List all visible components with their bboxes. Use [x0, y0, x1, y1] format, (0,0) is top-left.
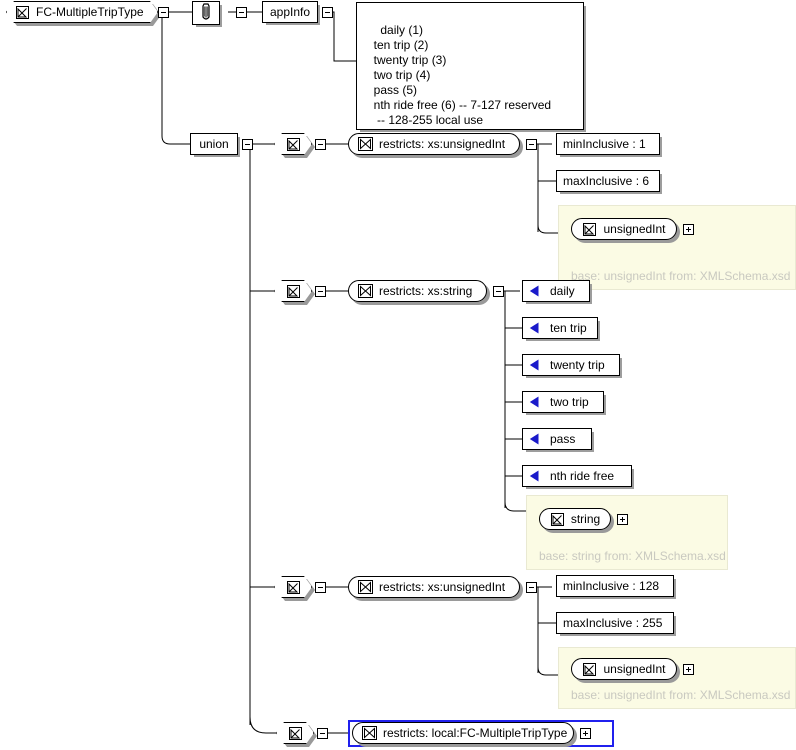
enumeration-arrow-icon: [529, 433, 540, 445]
simple-type-icon: [550, 512, 565, 527]
branch-1-restricts-expander[interactable]: [493, 286, 504, 297]
base-type-label: unsignedInt: [603, 222, 666, 236]
base-type-expander[interactable]: [683, 664, 694, 675]
union-label: union: [199, 137, 229, 151]
base-type-expander[interactable]: [617, 514, 628, 525]
enumeration-arrow-icon: [529, 396, 540, 408]
simple-type-icon: [582, 662, 597, 677]
enum-label: ten trip: [550, 321, 587, 335]
simple-type-icon: [288, 726, 303, 741]
restricts-icon: [362, 726, 377, 740]
restricts-icon: [358, 137, 373, 151]
enum-pass[interactable]: pass: [522, 428, 592, 450]
root-label: FC-MultipleTripType: [36, 5, 144, 19]
branch-0-base-panel: unsignedInt base: unsignedInt from: XMLS…: [558, 205, 796, 290]
annotation-icon: [198, 3, 214, 23]
base-type-node[interactable]: string: [539, 508, 614, 533]
annotation-expander[interactable]: [236, 7, 247, 18]
facet-label: minInclusive : 1: [563, 137, 646, 151]
base-type-source-text: base: unsignedInt from: XMLSchema.xsd: [571, 269, 791, 283]
enum-label: two trip: [550, 395, 589, 409]
base-type-label: unsignedInt: [603, 662, 666, 676]
branch-3-restricts-expander[interactable]: [580, 728, 591, 739]
enum-nth-ride-free[interactable]: nth ride free: [522, 465, 632, 487]
root-simpletype-node[interactable]: FC-MultipleTripType: [6, 1, 158, 23]
facet-mininclusive[interactable]: minInclusive : 1: [556, 133, 660, 155]
facet-maxinclusive[interactable]: maxInclusive : 255: [556, 612, 674, 634]
branch-0-restricts-expander[interactable]: [526, 139, 537, 150]
enum-twenty-trip[interactable]: twenty trip: [522, 354, 620, 376]
enumeration-arrow-icon: [529, 470, 540, 482]
branch-3-simpletype-node[interactable]: [276, 722, 314, 744]
enum-label: pass: [550, 432, 576, 446]
base-type-label: string: [570, 512, 601, 526]
branch-2-expander[interactable]: [315, 582, 326, 593]
base-type-expander[interactable]: [683, 224, 694, 235]
simple-type-icon: [286, 580, 301, 595]
branch-1-expander[interactable]: [315, 286, 326, 297]
branch-0-restricts-node[interactable]: restricts: xs:unsignedInt: [348, 133, 523, 158]
appinfo-node[interactable]: appInfo: [262, 1, 318, 23]
base-type-node[interactable]: unsignedInt: [571, 658, 680, 683]
base-type-node[interactable]: unsignedInt: [571, 218, 680, 243]
enum-ten-trip[interactable]: ten trip: [522, 317, 598, 339]
branch-3-restricts-label: restricts: local:FC-MultipleTripType: [383, 726, 568, 740]
branch-0-expander[interactable]: [315, 139, 326, 150]
union-node[interactable]: union: [190, 133, 238, 155]
enumeration-arrow-icon: [529, 285, 540, 297]
enum-two-trip[interactable]: two trip: [522, 391, 604, 413]
branch-0-simpletype-node[interactable]: [274, 133, 312, 155]
branch-2-base-panel: unsignedInt base: unsignedInt from: XMLS…: [558, 647, 796, 709]
branch-1-base-panel: string base: string from: XMLSchema.xsd: [526, 495, 728, 570]
annotation-node[interactable]: [192, 1, 220, 25]
branch-3-restricts-node[interactable]: restricts: local:FC-MultipleTripType: [352, 722, 577, 747]
branch-2-restricts-label: restricts: xs:unsignedInt: [379, 580, 506, 594]
enum-label: daily: [550, 284, 575, 298]
branch-2-restricts-node[interactable]: restricts: xs:unsignedInt: [348, 576, 523, 601]
simple-type-icon: [582, 222, 597, 237]
base-type-source-text: base: unsignedInt from: XMLSchema.xsd: [571, 688, 791, 702]
enum-label: twenty trip: [550, 358, 605, 372]
simple-type-icon: [286, 137, 301, 152]
branch-2-restricts-expander[interactable]: [526, 582, 537, 593]
root-expander[interactable]: [158, 7, 169, 18]
base-type-source-text: base: string from: XMLSchema.xsd: [539, 549, 726, 563]
simple-type-icon: [286, 284, 301, 299]
branch-1-restricts-node[interactable]: restricts: xs:string: [348, 280, 490, 305]
branch-2-simpletype-node[interactable]: [274, 576, 312, 598]
facet-label: maxInclusive : 255: [563, 616, 663, 630]
enumeration-arrow-icon: [529, 359, 540, 371]
restricts-icon: [358, 580, 373, 594]
appinfo-expander[interactable]: [322, 7, 333, 18]
branch-3-expander[interactable]: [317, 728, 328, 739]
union-expander[interactable]: [242, 139, 253, 150]
branch-1-restricts-label: restricts: xs:string: [379, 284, 473, 298]
restricts-icon: [358, 284, 373, 298]
appinfo-documentation-text: daily (1) ten trip (2) twenty trip (3) t…: [373, 23, 552, 127]
branch-0-restricts-label: restricts: xs:unsignedInt: [379, 137, 506, 151]
simple-type-icon: [15, 5, 30, 20]
enumeration-arrow-icon: [529, 322, 540, 334]
facet-label: minInclusive : 128: [563, 579, 660, 593]
enum-label: nth ride free: [550, 469, 615, 483]
facet-maxinclusive[interactable]: maxInclusive : 6: [556, 170, 660, 192]
facet-mininclusive[interactable]: minInclusive : 128: [556, 575, 674, 597]
facet-label: maxInclusive : 6: [563, 174, 650, 188]
branch-1-simpletype-node[interactable]: [274, 280, 312, 302]
appinfo-documentation-box: daily (1) ten trip (2) twenty trip (3) t…: [356, 2, 584, 130]
enum-daily[interactable]: daily: [522, 280, 590, 302]
appinfo-label: appInfo: [269, 5, 311, 19]
